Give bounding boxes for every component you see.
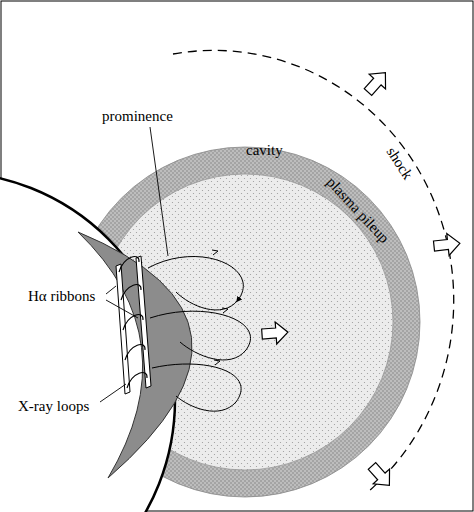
xray-loops — [119, 257, 147, 388]
part-label: Hα ribbons — [28, 288, 95, 305]
leader-lines — [100, 127, 168, 402]
part-label: X-ray loops — [18, 398, 89, 415]
part-label: shock — [383, 144, 416, 182]
ribbons — [116, 256, 151, 394]
field-lines — [148, 250, 250, 411]
prominence-shape — [78, 232, 192, 478]
part-label: prominence — [102, 108, 173, 125]
motion-arrows — [261, 65, 461, 492]
part-label: cavity — [246, 142, 283, 159]
